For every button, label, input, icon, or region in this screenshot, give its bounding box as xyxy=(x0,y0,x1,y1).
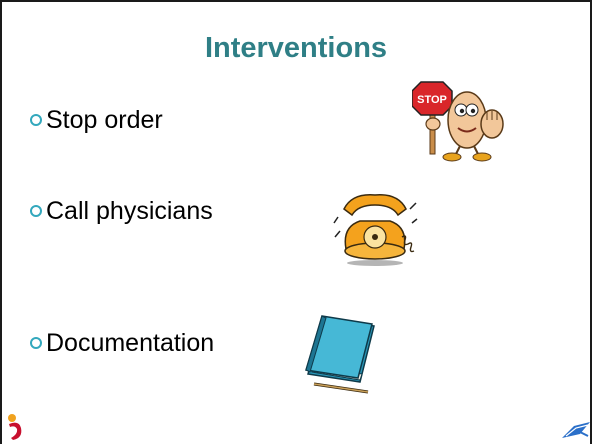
slide-title: Interventions xyxy=(204,32,388,64)
organization-logo-icon xyxy=(5,412,27,442)
bullet-text: Documentation xyxy=(46,329,215,357)
stop-sign-character-icon: STOP xyxy=(411,80,512,162)
ringing-telephone-icon xyxy=(332,187,418,269)
bullet-item-documentation: Documentation xyxy=(30,326,214,360)
bullet-text: Stop order xyxy=(46,106,163,134)
bullet-item-stop-order: Stop order xyxy=(30,103,163,137)
bullet-circle-icon xyxy=(30,337,42,349)
binder-document-icon xyxy=(302,312,382,394)
bullet-circle-icon xyxy=(30,114,42,126)
bullet-item-call-physicians: Call physicians xyxy=(30,194,213,228)
bullet-circle-icon xyxy=(30,205,42,217)
svg-text:STOP: STOP xyxy=(417,94,447,106)
bullet-text: Call physicians xyxy=(46,197,213,225)
corner-brand-logo-icon xyxy=(560,418,590,442)
